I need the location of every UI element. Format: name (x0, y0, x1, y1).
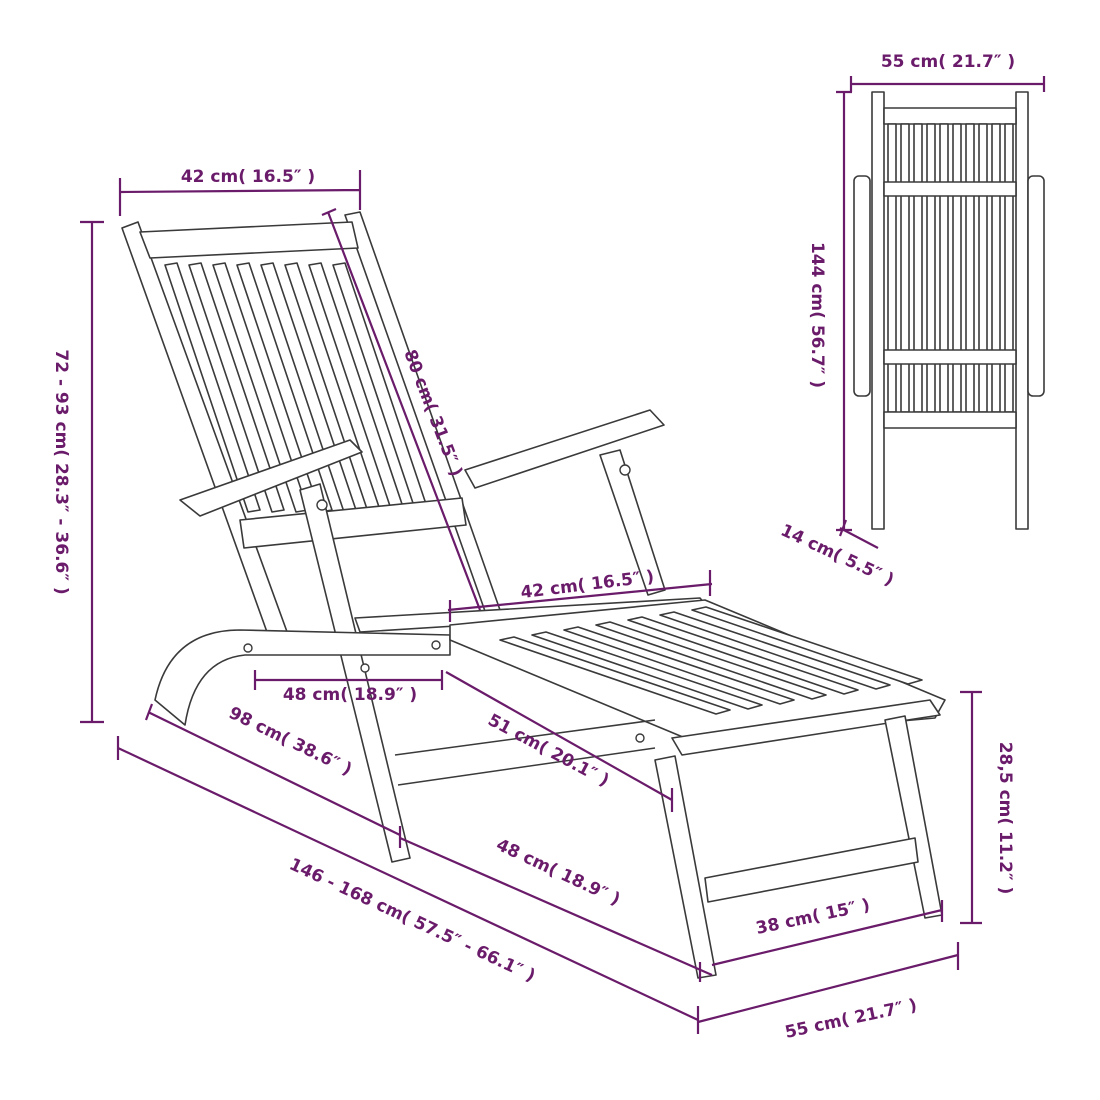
footrest-slat (659, 611, 891, 690)
folded-slat (926, 123, 936, 413)
backrest-width-label: 42 cm( 16.5″ ) (181, 167, 315, 187)
folded-slat (978, 123, 988, 413)
left-arm-support (299, 483, 411, 863)
bolt (243, 643, 253, 653)
folded-length-label: 144 cm( 56.7″ ) (807, 242, 827, 388)
footrest-slat (563, 626, 795, 705)
bolt (635, 733, 645, 743)
folded-slats (887, 123, 1014, 413)
right-arm-support (599, 449, 666, 596)
footrest-leg-front (654, 755, 717, 979)
footrest-slat (627, 616, 859, 695)
footrest-slat (531, 631, 763, 710)
base-crossbar (394, 719, 656, 756)
base-length-label: 98 cm( 38.6″ ) (225, 703, 354, 780)
backrest-slat (236, 262, 333, 513)
folded-armrest-left (853, 175, 871, 397)
folded-frame-right (1015, 91, 1029, 530)
footrest-width-label: 38 cm( 15″ ) (754, 895, 872, 939)
overall-width-label: 55 cm( 21.7″ ) (783, 995, 919, 1042)
footrest-height-label: 28,5 cm( 11.2″ ) (995, 742, 1015, 895)
folded-slat (1004, 123, 1014, 413)
footrest-slat (499, 636, 731, 715)
seat-depth-label: 48 cm( 18.9″ ) (283, 685, 417, 705)
folded-slat (952, 123, 962, 413)
backrest-slat (188, 262, 285, 513)
backrest-slat (164, 262, 261, 513)
bolt (619, 464, 631, 476)
backrest-top-rail (139, 221, 359, 259)
footrest-length-label: 51 cm( 20.1″ ) (484, 710, 612, 791)
folded-slat (939, 123, 949, 413)
folded-slat (913, 123, 923, 413)
height-range-label: 72 - 93 cm( 28.3″ - 36.6″ ) (51, 349, 71, 594)
leg-span-label: 48 cm( 18.9″ ) (493, 835, 623, 910)
curved-base-rail (154, 629, 451, 726)
folded-slat (900, 123, 910, 413)
folded-frame-left (871, 91, 885, 530)
chair-drawing (121, 211, 946, 979)
footrest-front-rail (671, 699, 941, 756)
folded-armrest-right (1027, 175, 1045, 397)
folded-rail (883, 349, 1017, 365)
footrest-slat (691, 606, 923, 685)
bolt (431, 640, 441, 650)
folded-slat (991, 123, 1001, 413)
folded-width-label: 55 cm( 21.7″ ) (881, 52, 1015, 72)
right-armrest (464, 409, 665, 489)
folded-rail (883, 181, 1017, 197)
footrest-leg-back (884, 715, 943, 919)
footrest-crossbar (704, 837, 919, 903)
folded-top-rail (883, 107, 1017, 125)
base-crossbar-lower (397, 747, 656, 786)
backrest-lower-rail (239, 497, 467, 549)
folded-slat (965, 123, 975, 413)
footrest-slat (595, 621, 827, 700)
folded-chair-drawing (853, 91, 1045, 530)
bolt (360, 663, 370, 673)
folded-bottom-rail (883, 411, 1017, 429)
seat-width-label: 42 cm( 16.5″ ) (520, 567, 656, 603)
total-length-label: 146 - 168 cm( 57.5″ - 66.1″ ) (286, 855, 538, 987)
folded-slat (887, 123, 897, 413)
bolt (316, 499, 328, 511)
footrest-slats (499, 606, 923, 715)
dimension-lines (80, 76, 1046, 1034)
left-armrest (179, 439, 363, 517)
